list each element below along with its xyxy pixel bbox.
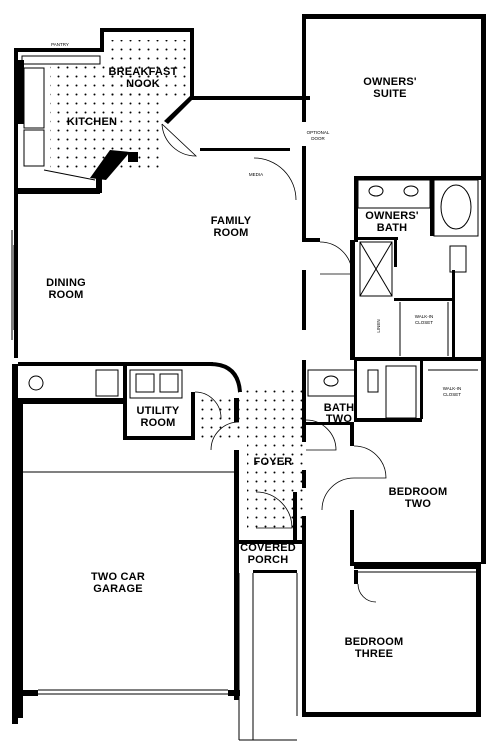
breakfast-nook-label-line1: BREAKFAST <box>108 66 177 78</box>
bedroom-three-label-line1: BEDROOM <box>345 636 404 648</box>
owners-bath-label-line1: OWNERS' <box>365 210 419 222</box>
door-swings <box>161 123 387 603</box>
bath-two-label-line2: TWO <box>326 413 353 425</box>
bedroom-three-label-line2: THREE <box>355 648 393 660</box>
covered-porch-label-line2: PORCH <box>248 554 289 566</box>
tile-floor <box>50 40 308 530</box>
utility-room-label-line1: UTILITY <box>137 405 180 417</box>
bedroom-two-label-line1: BEDROOM <box>389 486 448 498</box>
owners-suite-label-line2: SUITE <box>373 88 406 100</box>
dining-room-label-line2: ROOM <box>48 289 83 301</box>
family-room-label-line1: FAMILY <box>211 215 252 227</box>
covered-porch-label-line1: COVERED <box>240 542 296 554</box>
optional-door-label-line1: OPTIONAL <box>307 130 330 135</box>
garage-label-line2: GARAGE <box>93 583 142 595</box>
foyer-label: FOYER <box>254 456 293 468</box>
owners-suite-label: OWNERS'SUITE <box>363 76 417 100</box>
media-label: MEDIA <box>249 172 263 177</box>
walk-in-closet-2-label-line1: WALK-IN <box>443 386 462 391</box>
garage-label-line1: TWO CAR <box>91 571 145 583</box>
owners-bath-label: OWNERS'BATH <box>365 210 419 234</box>
walk-in-closet-label-line2: CLOSET <box>415 320 433 325</box>
linen-label: LINEN <box>376 319 381 332</box>
owners-suite-label-line1: OWNERS' <box>363 76 417 88</box>
walk-in-closet-label-line1: WALK-IN <box>415 314 434 319</box>
family-room-label-line2: ROOM <box>213 227 248 239</box>
walls <box>12 14 486 724</box>
utility-room-label-line2: ROOM <box>140 417 175 429</box>
dining-room-label-line1: DINING <box>46 277 86 289</box>
bedroom-two-label-line2: TWO <box>405 498 432 510</box>
pantry-label: PANTRY <box>51 42 69 47</box>
breakfast-nook-label-line2: NOOK <box>126 78 160 90</box>
bath-two-label-line1: BATH <box>324 402 355 414</box>
owners-bath-label-line2: BATH <box>377 222 408 234</box>
optional-door-label-line2: DOOR <box>311 136 325 141</box>
thin-details <box>11 55 479 741</box>
walk-in-closet-2-label-line2: CLOSET <box>443 392 461 397</box>
kitchen-label: KITCHEN <box>67 116 117 128</box>
